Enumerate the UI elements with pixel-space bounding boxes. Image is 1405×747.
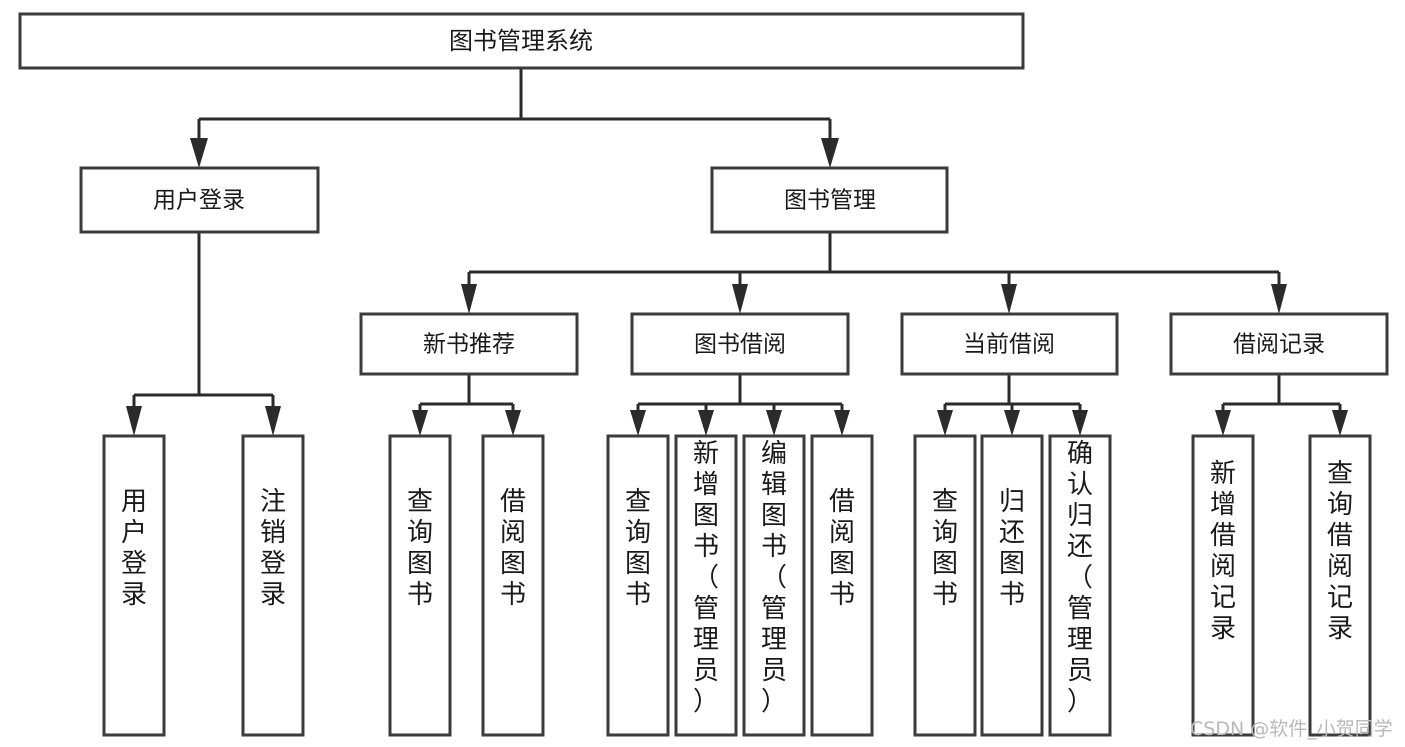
leaf-query-record-box[interactable] bbox=[1308, 434, 1372, 737]
node-book-management-label: 图书管理 bbox=[784, 188, 876, 214]
leaf-edit-book-box[interactable] bbox=[742, 434, 806, 737]
node-new-book-recommend-label: 新书推荐 bbox=[423, 332, 515, 358]
node-root-label: 图书管理系统 bbox=[449, 27, 593, 55]
arrow-to-leaf-query-record-icon bbox=[1332, 410, 1348, 436]
leaf-query-book-1-label: 查询图书 bbox=[407, 487, 433, 610]
arrow-to-leaf-edit-book-icon bbox=[766, 410, 782, 436]
leaf-user-login-label: 用户登录 bbox=[121, 487, 147, 610]
node-user-login[interactable]: 用户登录 bbox=[79, 166, 320, 234]
leaf-query-book-1[interactable]: 查询图书 bbox=[388, 434, 452, 737]
leaf-return-book-label: 归还图书 bbox=[999, 487, 1025, 610]
arrow-to-leaf-add-book-icon bbox=[698, 410, 714, 436]
arrow-to-leaf-borrow-book-2-icon bbox=[834, 410, 850, 436]
node-book-management-box[interactable] bbox=[710, 166, 949, 234]
leaf-query-book-2-box[interactable] bbox=[606, 434, 670, 737]
arrow-to-book-management-icon bbox=[821, 138, 839, 168]
node-book-borrow[interactable]: 图书借阅 bbox=[630, 312, 850, 376]
leaf-confirm-return[interactable]: 确认归还（管理员） bbox=[1048, 434, 1112, 737]
node-borrow-record-box[interactable] bbox=[1169, 312, 1389, 376]
arrow-to-leaf-user-login-icon bbox=[126, 406, 142, 436]
leaf-query-book-3-box[interactable] bbox=[913, 434, 977, 737]
leaf-query-book-3[interactable]: 查询图书 bbox=[913, 434, 977, 737]
leaf-return-book-box[interactable] bbox=[980, 434, 1044, 737]
node-current-borrow[interactable]: 当前借阅 bbox=[900, 312, 1119, 376]
leaf-logout-login[interactable]: 注销登录 bbox=[241, 434, 305, 737]
leaf-query-book-2-label: 查询图书 bbox=[625, 487, 651, 610]
leaf-edit-book[interactable]: 编辑图书（管理员） bbox=[742, 434, 806, 737]
csdn-watermark: CSDN @软件_小贺同学 bbox=[1190, 718, 1393, 740]
leaf-borrow-book-1-label: 借阅图书 bbox=[500, 487, 526, 610]
leaf-confirm-return-box[interactable] bbox=[1048, 434, 1112, 737]
node-book-borrow-label: 图书借阅 bbox=[694, 332, 786, 358]
leaf-borrow-book-1[interactable]: 借阅图书 bbox=[481, 434, 545, 737]
node-new-book-recommend[interactable]: 新书推荐 bbox=[359, 312, 579, 376]
leaf-add-record-box[interactable] bbox=[1191, 434, 1255, 737]
leaf-query-book-1-box[interactable] bbox=[388, 434, 452, 737]
node-book-borrow-box[interactable] bbox=[630, 312, 850, 376]
arrow-to-leaf-logout-login-icon bbox=[265, 406, 281, 436]
arrow-to-leaf-query-book-1-icon bbox=[412, 410, 428, 436]
leaf-borrow-book-2[interactable]: 借阅图书 bbox=[810, 434, 874, 737]
arrow-to-leaf-borrow-book-1-icon bbox=[505, 410, 521, 436]
arrow-to-leaf-add-record-icon bbox=[1215, 410, 1231, 436]
leaf-add-book[interactable]: 新增图书（管理员） bbox=[674, 434, 738, 737]
node-user-login-box[interactable] bbox=[79, 166, 320, 234]
leaf-borrow-book-2-box[interactable] bbox=[810, 434, 874, 737]
leaf-confirm-return-label: 确认归还（管理员） bbox=[1067, 439, 1093, 717]
leaf-query-record[interactable]: 查询借阅记录 bbox=[1308, 434, 1372, 737]
leaf-logout-login-box[interactable] bbox=[241, 434, 305, 737]
leaf-query-record-label: 查询借阅记录 bbox=[1327, 459, 1353, 644]
arrow-to-borrow-record-icon bbox=[1271, 284, 1287, 314]
leaf-user-login[interactable]: 用户登录 bbox=[102, 434, 166, 737]
leaf-edit-book-label: 编辑图书（管理员） bbox=[761, 439, 787, 717]
arrow-to-leaf-return-book-icon bbox=[1004, 410, 1020, 436]
node-borrow-record[interactable]: 借阅记录 bbox=[1169, 312, 1389, 376]
leaf-query-book-3-label: 查询图书 bbox=[932, 487, 958, 610]
leaf-query-book-2[interactable]: 查询图书 bbox=[606, 434, 670, 737]
leaf-add-book-label: 新增图书（管理员） bbox=[693, 439, 719, 717]
leaf-add-book-box[interactable] bbox=[674, 434, 738, 737]
arrow-to-user-login-icon bbox=[190, 138, 208, 168]
node-root[interactable]: 图书管理系统 bbox=[18, 12, 1025, 70]
arrow-to-leaf-query-book-3-icon bbox=[937, 410, 953, 436]
arrow-to-new-book-recommend-icon bbox=[461, 284, 477, 314]
node-current-borrow-label: 当前借阅 bbox=[963, 332, 1055, 358]
leaf-logout-login-label: 注销登录 bbox=[260, 487, 286, 610]
node-current-borrow-box[interactable] bbox=[900, 312, 1119, 376]
leaf-borrow-book-2-label: 借阅图书 bbox=[829, 487, 855, 610]
arrow-to-book-borrow-icon bbox=[732, 284, 748, 314]
node-root-box[interactable] bbox=[18, 12, 1025, 70]
leaf-return-book[interactable]: 归还图书 bbox=[980, 434, 1044, 737]
node-user-login-label: 用户登录 bbox=[153, 188, 245, 214]
leaf-add-record-label: 新增借阅记录 bbox=[1210, 459, 1236, 644]
leaf-borrow-book-1-box[interactable] bbox=[481, 434, 545, 737]
leaf-user-login-box[interactable] bbox=[102, 434, 166, 737]
node-borrow-record-label: 借阅记录 bbox=[1233, 332, 1325, 358]
arrow-to-current-borrow-icon bbox=[1001, 284, 1017, 314]
connector-layer bbox=[126, 68, 1348, 436]
node-new-book-recommend-box[interactable] bbox=[359, 312, 579, 376]
arrow-to-leaf-query-book-2-icon bbox=[630, 410, 646, 436]
leaf-add-record[interactable]: 新增借阅记录 bbox=[1191, 434, 1255, 737]
node-book-management[interactable]: 图书管理 bbox=[710, 166, 949, 234]
arrow-to-leaf-confirm-return-icon bbox=[1072, 410, 1088, 436]
